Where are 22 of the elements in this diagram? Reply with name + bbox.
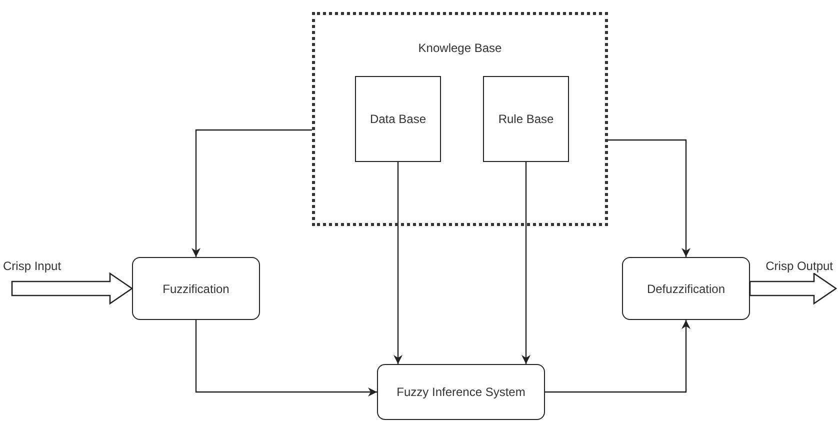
process-box (622, 257, 750, 320)
arrow (545, 320, 690, 393)
arrow (192, 129, 312, 257)
node-label: Rule Base (498, 112, 554, 126)
arrow (394, 162, 402, 364)
arrow (608, 139, 690, 257)
node-label: Fuzzification (162, 282, 230, 296)
arrow (522, 162, 530, 364)
edge-label: Crisp Output (764, 258, 834, 272)
block-arrow (749, 272, 838, 305)
process-box (355, 76, 441, 162)
node-label: Knowlege Base (418, 41, 502, 55)
arrow (195, 320, 377, 396)
process-box (483, 76, 569, 162)
edge-label: Crisp Input (2, 258, 62, 272)
process-box (132, 257, 260, 320)
block-arrow (11, 272, 134, 305)
node-label: Fuzzy Inference System (396, 385, 526, 399)
process-box (377, 364, 545, 420)
group-frame (312, 12, 608, 226)
node-label: Defuzzification (646, 282, 726, 296)
node-label: Data Base (370, 112, 426, 126)
